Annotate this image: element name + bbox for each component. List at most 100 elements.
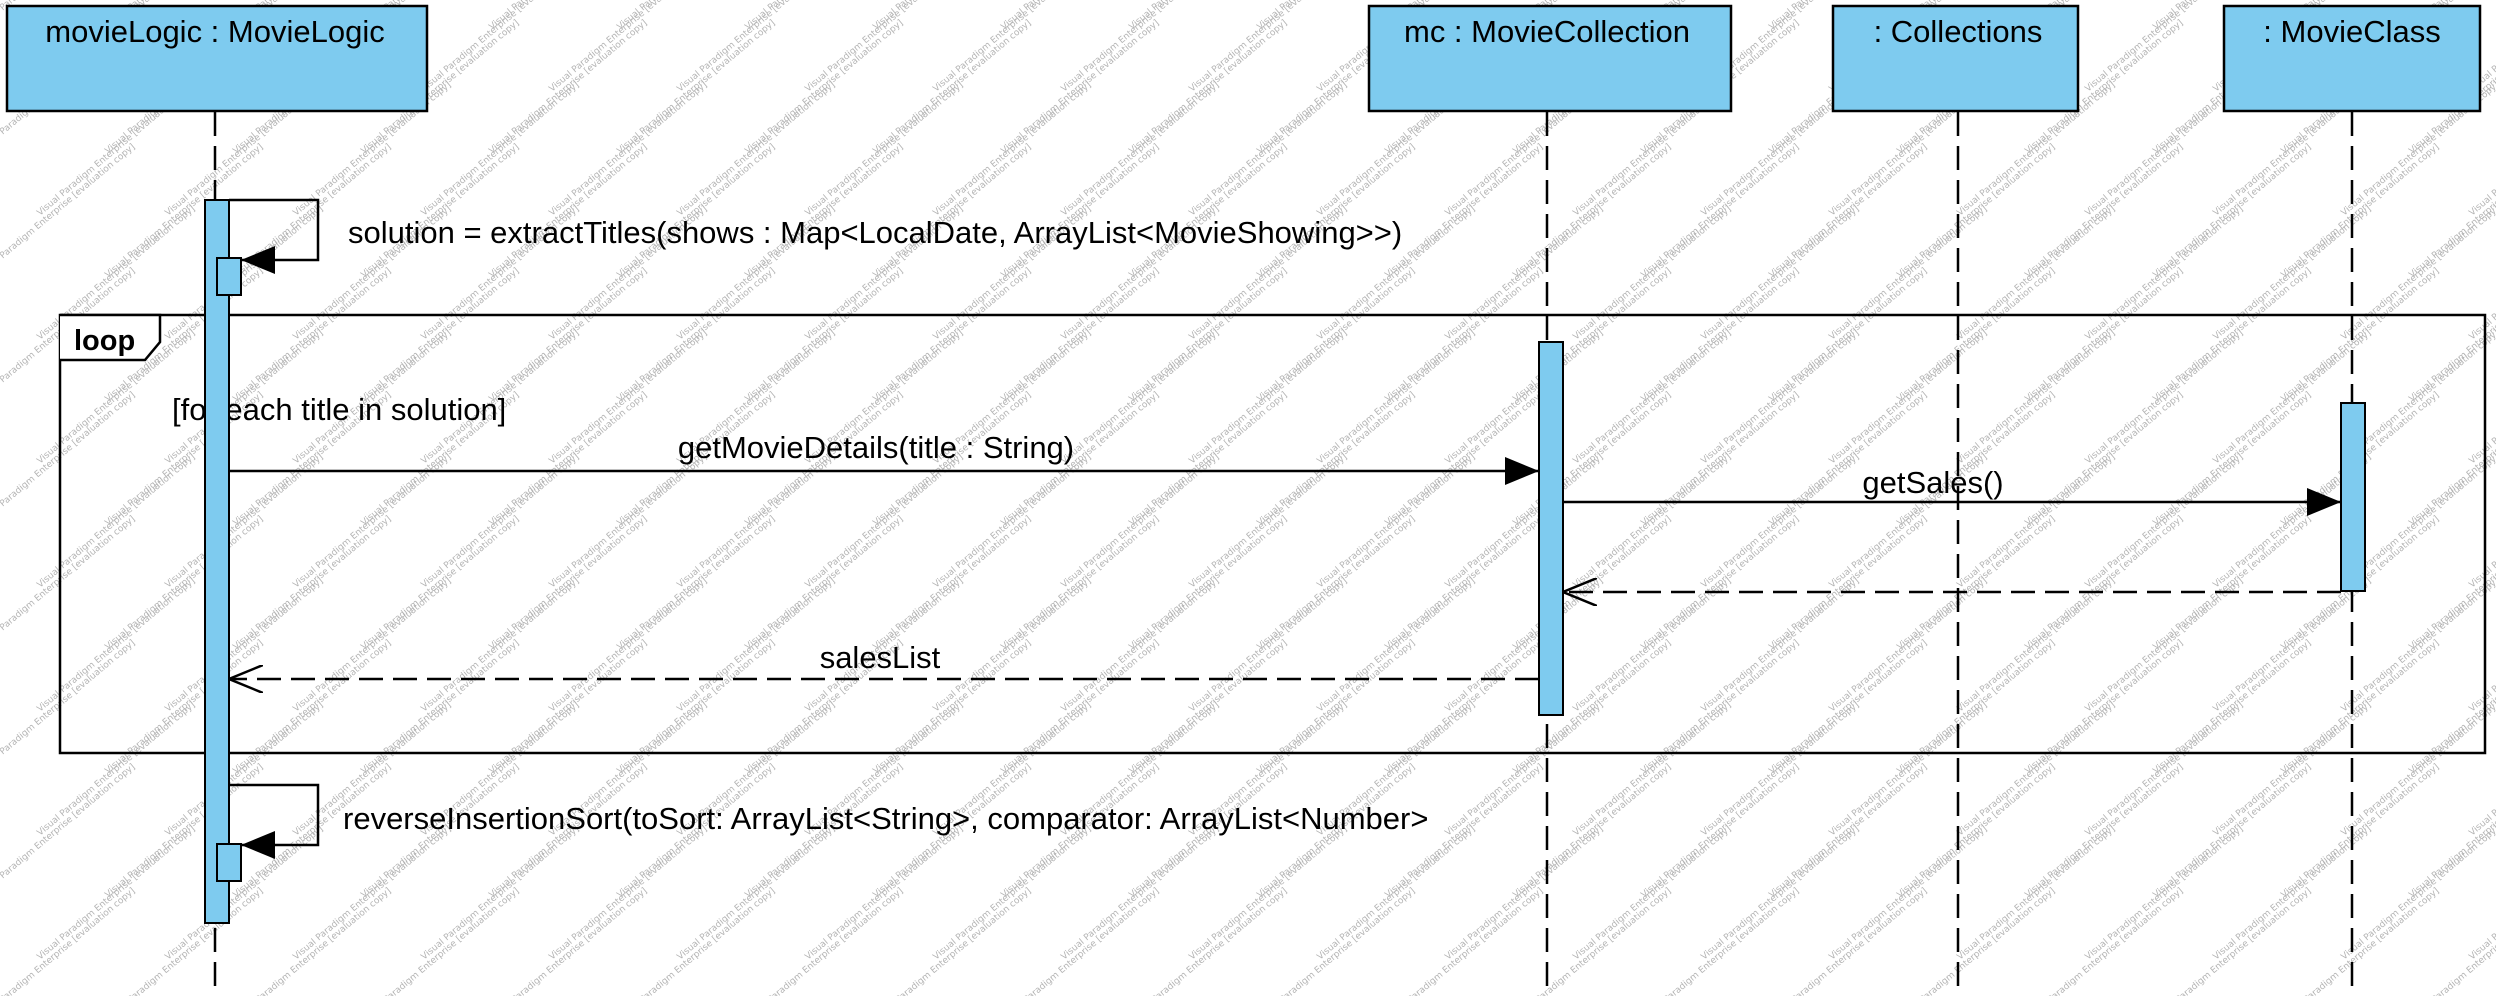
lifeline-label-collections: : Collections xyxy=(1874,14,2043,49)
svg-text:Visual Paradigm Enterprise [ev: Visual Paradigm Enterprise [evaluation c… xyxy=(292,576,454,714)
message-sales-list[interactable]: salesList xyxy=(229,640,1539,679)
nested-activation-extract xyxy=(216,257,242,296)
svg-text:Visual Paradigm Enterprise [ev: Visual Paradigm Enterprise [evaluation c… xyxy=(1700,824,1862,962)
svg-text:Visual Paradigm Enterprise [ev: Visual Paradigm Enterprise [evaluation c… xyxy=(1828,576,1990,714)
svg-text:Visual Paradigm Enterprise [ev: Visual Paradigm Enterprise [evaluation c… xyxy=(1572,328,1734,466)
svg-text:Visual Paradigm Enterprise [ev: Visual Paradigm Enterprise [evaluation c… xyxy=(548,576,710,714)
lifeline-head-movieclass[interactable]: : MovieClass xyxy=(2222,4,2482,113)
svg-text:Visual Paradigm Enterprise [ev: Visual Paradigm Enterprise [evaluation c… xyxy=(804,80,966,218)
svg-text:Visual Paradigm Enterprise [ev: Visual Paradigm Enterprise [evaluation c… xyxy=(1188,328,1350,466)
svg-text:Visual Paradigm Enterprise [ev: Visual Paradigm Enterprise [evaluation c… xyxy=(2084,204,2246,342)
svg-text:Visual Paradigm Enterprise [ev: Visual Paradigm Enterprise [evaluation c… xyxy=(2340,576,2496,714)
svg-text:Visual Paradigm Enterprise [ev: Visual Paradigm Enterprise [evaluation c… xyxy=(2340,204,2496,342)
svg-text:Visual Paradigm Enterprise [ev: Visual Paradigm Enterprise [evaluation c… xyxy=(1572,204,1734,342)
svg-text:Visual Paradigm Enterprise [ev: Visual Paradigm Enterprise [evaluation c… xyxy=(1956,700,2118,838)
svg-text:Visual Paradigm Enterprise [ev: Visual Paradigm Enterprise [evaluation c… xyxy=(420,452,582,590)
svg-text:Visual Paradigm Enterprise [ev: Visual Paradigm Enterprise [evaluation c… xyxy=(932,576,1094,714)
svg-text:Visual Paradigm Enterprise [ev: Visual Paradigm Enterprise [evaluation c… xyxy=(932,80,1094,218)
svg-text:Visual Paradigm Enterprise [ev: Visual Paradigm Enterprise [evaluation c… xyxy=(1444,452,1606,590)
svg-text:Visual Paradigm Enterprise [ev: Visual Paradigm Enterprise [evaluation c… xyxy=(804,824,966,962)
message-get-movie-details[interactable]: getMovieDetails(title : String) xyxy=(229,430,1539,485)
svg-text:Visual Paradigm Enterprise [ev: Visual Paradigm Enterprise [evaluation c… xyxy=(0,638,137,776)
svg-text:Visual Paradigm Enterprise [ev: Visual Paradigm Enterprise [evaluation c… xyxy=(1956,328,2118,466)
svg-text:Visual Paradigm Enterprise [ev: Visual Paradigm Enterprise [evaluation c… xyxy=(0,886,137,996)
svg-text:Visual Paradigm Enterprise [ev: Visual Paradigm Enterprise [evaluation c… xyxy=(164,576,326,714)
activation-bar-moviecollection xyxy=(1538,341,1564,716)
svg-text:Visual Paradigm Enterprise [ev: Visual Paradigm Enterprise [evaluation c… xyxy=(676,452,838,590)
svg-text:Visual Paradigm Enterprise [ev: Visual Paradigm Enterprise [evaluation c… xyxy=(804,452,966,590)
svg-text:Visual Paradigm Enterprise [ev: Visual Paradigm Enterprise [evaluation c… xyxy=(2212,824,2374,962)
svg-text:Visual Paradigm Enterprise [ev: Visual Paradigm Enterprise [evaluation c… xyxy=(1188,80,1350,218)
svg-text:Visual Paradigm Enterprise [ev: Visual Paradigm Enterprise [evaluation c… xyxy=(420,80,582,218)
lifeline-head-movielogic[interactable]: movieLogic : MovieLogic xyxy=(5,4,429,113)
svg-text:Visual Paradigm Enterprise [ev: Visual Paradigm Enterprise [evaluation c… xyxy=(1444,824,1606,962)
svg-text:Visual Paradigm Enterprise [ev: Visual Paradigm Enterprise [evaluation c… xyxy=(1060,824,1222,962)
svg-text:Visual Paradigm Enterprise [ev: Visual Paradigm Enterprise [evaluation c… xyxy=(676,80,838,218)
svg-text:Visual Paradigm Enterprise [ev: Visual Paradigm Enterprise [evaluation c… xyxy=(1060,80,1222,218)
message-label-sales-list: salesList xyxy=(820,640,941,675)
svg-text:Visual Paradigm Enterprise [ev: Visual Paradigm Enterprise [evaluation c… xyxy=(1828,204,1990,342)
svg-text:Visual Paradigm Enterprise [ev: Visual Paradigm Enterprise [evaluation c… xyxy=(548,452,710,590)
svg-text:Visual Paradigm Enterprise [ev: Visual Paradigm Enterprise [evaluation c… xyxy=(1444,576,1606,714)
svg-text:Visual Paradigm Enterprise [ev: Visual Paradigm Enterprise [evaluation c… xyxy=(1700,452,1862,590)
svg-text:Visual Paradigm Enterprise [ev: Visual Paradigm Enterprise [evaluation c… xyxy=(1828,824,1990,962)
message-label-get-sales: getSales() xyxy=(1862,465,2003,500)
lifeline-head-collections[interactable]: : Collections xyxy=(1831,4,2080,113)
lifeline-label-movielogic: movieLogic : MovieLogic xyxy=(45,14,384,49)
svg-text:Visual Paradigm Enterprise [ev: Visual Paradigm Enterprise [evaluation c… xyxy=(36,824,198,962)
svg-text:Visual Paradigm Enterprise [ev: Visual Paradigm Enterprise [evaluation c… xyxy=(2340,824,2496,962)
svg-text:Visual Paradigm Enterprise [ev: Visual Paradigm Enterprise [evaluation c… xyxy=(1956,576,2118,714)
svg-text:Visual Paradigm Enterprise [ev: Visual Paradigm Enterprise [evaluation c… xyxy=(1572,452,1734,590)
svg-text:Visual Paradigm Enterprise [ev: Visual Paradigm Enterprise [evaluation c… xyxy=(1060,328,1222,466)
svg-text:Visual Paradigm Enterprise [ev: Visual Paradigm Enterprise [evaluation c… xyxy=(1572,576,1734,714)
svg-text:Visual Paradigm Enterprise [ev: Visual Paradigm Enterprise [evaluation c… xyxy=(292,452,454,590)
svg-text:Visual Paradigm Enterprise [ev: Visual Paradigm Enterprise [evaluation c… xyxy=(548,80,710,218)
message-label-reverse-insertion-sort: reverseInsertionSort(toSort: ArrayList<S… xyxy=(343,801,1428,836)
svg-text:Visual Paradigm Enterprise [ev: Visual Paradigm Enterprise [evaluation c… xyxy=(2084,576,2246,714)
svg-text:Visual Paradigm Enterprise [ev: Visual Paradigm Enterprise [evaluation c… xyxy=(1572,824,1734,962)
message-label-extract-titles: solution = extractTitles(shows : Map<Loc… xyxy=(348,215,1402,250)
activation-bar-movielogic xyxy=(204,199,230,924)
svg-text:Visual Paradigm Enterprise [ev: Visual Paradigm Enterprise [evaluation c… xyxy=(1700,576,1862,714)
svg-text:Visual Paradigm Enterprise [ev: Visual Paradigm Enterprise [evaluation c… xyxy=(1828,700,1990,838)
svg-text:Visual Paradigm Enterprise [ev: Visual Paradigm Enterprise [evaluation c… xyxy=(932,452,1094,590)
lifeline-head-moviecollection[interactable]: mc : MovieCollection xyxy=(1367,4,1733,113)
self-call-arrow xyxy=(229,198,320,274)
svg-text:Visual Paradigm Enterprise [ev: Visual Paradigm Enterprise [evaluation c… xyxy=(1700,700,1862,838)
svg-text:Visual Paradigm Enterprise [ev: Visual Paradigm Enterprise [evaluation c… xyxy=(1572,700,1734,838)
svg-text:Visual Paradigm Enterprise [ev: Visual Paradigm Enterprise [evaluation c… xyxy=(1956,204,2118,342)
svg-text:Visual Paradigm Enterprise [ev: Visual Paradigm Enterprise [evaluation c… xyxy=(0,762,137,900)
svg-text:Visual Paradigm Enterprise [ev: Visual Paradigm Enterprise [evaluation c… xyxy=(420,576,582,714)
svg-text:Visual Paradigm Enterprise [ev: Visual Paradigm Enterprise [evaluation c… xyxy=(2084,824,2246,962)
message-get-sales[interactable]: getSales() xyxy=(1563,465,2341,516)
svg-text:Visual Paradigm Enterprise [ev: Visual Paradigm Enterprise [evaluation c… xyxy=(0,514,137,652)
svg-text:Visual Paradigm Enterprise [ev: Visual Paradigm Enterprise [evaluation c… xyxy=(2084,328,2246,466)
nested-activation-sort xyxy=(216,843,242,882)
svg-text:Visual Paradigm Enterprise [ev: Visual Paradigm Enterprise [evaluation c… xyxy=(2084,452,2246,590)
svg-text:Visual Paradigm Enterprise [ev: Visual Paradigm Enterprise [evaluation c… xyxy=(1188,452,1350,590)
fragment-operator-label: loop xyxy=(74,325,135,357)
svg-text:Visual Paradigm Enterprise [ev: Visual Paradigm Enterprise [evaluation c… xyxy=(1316,452,1478,590)
svg-text:Visual Paradigm Enterprise [ev: Visual Paradigm Enterprise [evaluation c… xyxy=(164,452,326,590)
svg-text:Visual Paradigm Enterprise [ev: Visual Paradigm Enterprise [evaluation c… xyxy=(1188,576,1350,714)
lifeline-label-moviecollection: mc : MovieCollection xyxy=(1404,14,1690,49)
svg-text:Visual Paradigm Enterprise [ev: Visual Paradigm Enterprise [evaluation c… xyxy=(676,824,838,962)
svg-text:Visual Paradigm Enterprise [ev: Visual Paradigm Enterprise [evaluation c… xyxy=(164,700,326,838)
svg-text:Visual Paradigm Enterprise [ev: Visual Paradigm Enterprise [evaluation c… xyxy=(1956,824,2118,962)
svg-text:Visual Paradigm Enterprise [ev: Visual Paradigm Enterprise [evaluation c… xyxy=(2212,700,2374,838)
svg-text:Visual Paradigm Enterprise [ev: Visual Paradigm Enterprise [evaluation c… xyxy=(1828,328,1990,466)
svg-text:Visual Paradigm Enterprise [ev: Visual Paradigm Enterprise [evaluation c… xyxy=(1316,824,1478,962)
self-call-arrow xyxy=(229,783,320,859)
svg-text:Visual Paradigm Enterprise [ev: Visual Paradigm Enterprise [evaluation c… xyxy=(1060,576,1222,714)
lifeline-label-movieclass: : MovieClass xyxy=(2263,14,2440,49)
message-extract-titles[interactable]: solution = extractTitles(shows : Map<Loc… xyxy=(229,198,1402,274)
svg-text:Visual Paradigm Enterprise [ev: Visual Paradigm Enterprise [evaluation c… xyxy=(1316,576,1478,714)
svg-text:Visual Paradigm Enterprise [ev: Visual Paradigm Enterprise [evaluation c… xyxy=(1188,824,1350,962)
svg-text:Visual Paradigm Enterprise [ev: Visual Paradigm Enterprise [evaluation c… xyxy=(1060,452,1222,590)
svg-text:Visual Paradigm Enterprise [ev: Visual Paradigm Enterprise [evaluation c… xyxy=(2084,80,2246,218)
svg-text:Visual Paradigm Enterprise [ev: Visual Paradigm Enterprise [evaluation c… xyxy=(1316,328,1478,466)
svg-text:Visual Paradigm Enterprise [ev: Visual Paradigm Enterprise [evaluation c… xyxy=(1700,204,1862,342)
message-reverse-insertion-sort[interactable]: reverseInsertionSort(toSort: ArrayList<S… xyxy=(229,783,1428,859)
